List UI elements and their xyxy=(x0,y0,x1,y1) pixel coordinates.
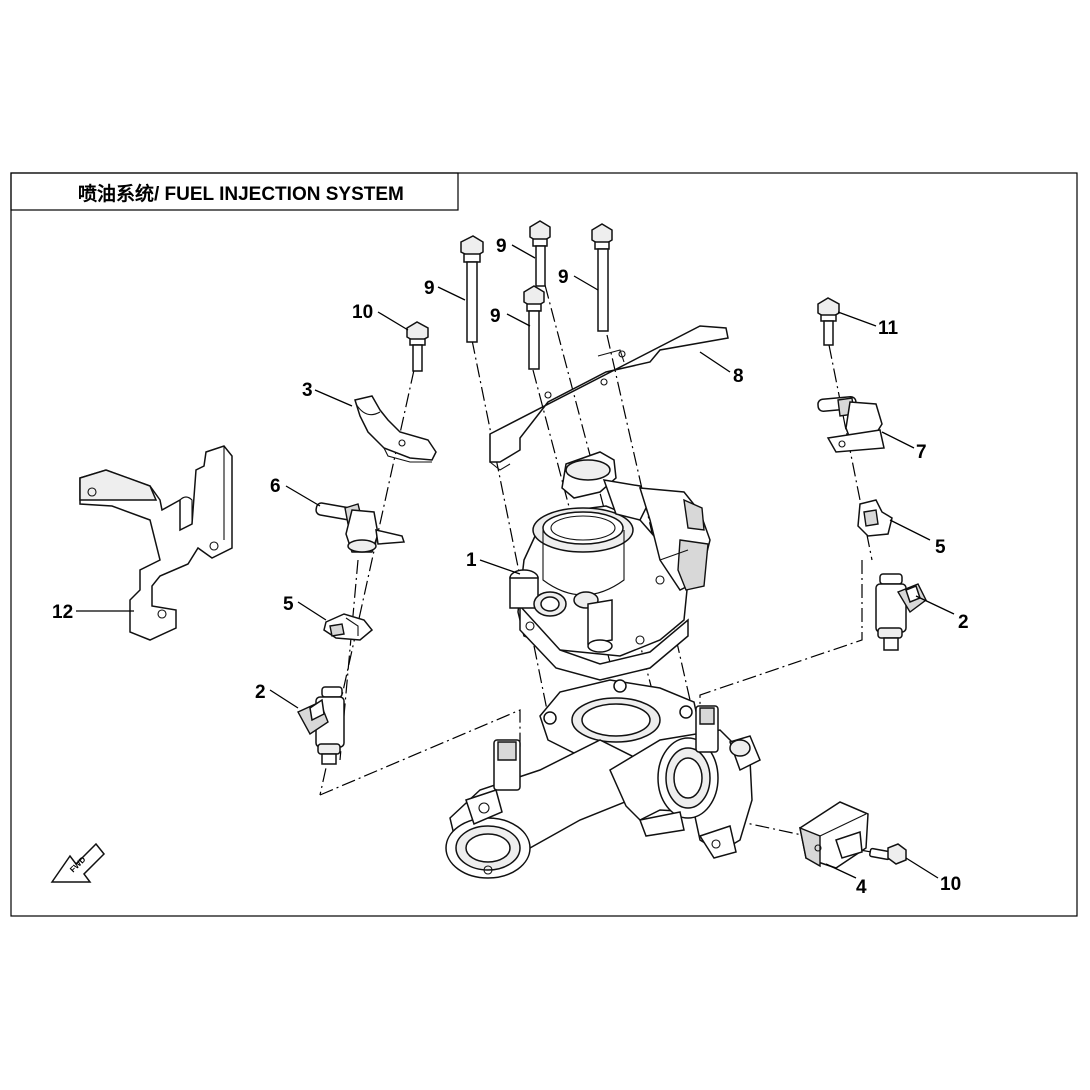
callout-9-c: 9 xyxy=(496,236,507,257)
callout-5-left: 5 xyxy=(283,594,294,615)
callout-7: 7 xyxy=(916,442,927,463)
part-9-bolt-3 xyxy=(529,220,551,287)
callout-11: 11 xyxy=(878,318,899,339)
callout-labels: 1 2 2 3 4 5 5 6 7 8 9 9 9 9 10 10 11 12 xyxy=(52,236,969,898)
callout-1: 1 xyxy=(466,550,477,571)
part-10-bolt-upper xyxy=(406,321,429,372)
part-11-bolt xyxy=(817,297,840,346)
part-7-connector xyxy=(817,396,885,453)
part-2-injector-left xyxy=(297,686,345,765)
part-10-bolt-lower xyxy=(869,843,907,865)
callout-9-d: 9 xyxy=(558,267,569,288)
part-5-clip-right xyxy=(857,499,893,537)
callout-10-upper: 10 xyxy=(352,302,373,323)
callout-9-a: 9 xyxy=(424,278,435,299)
callout-9-b: 9 xyxy=(490,306,501,327)
callout-8: 8 xyxy=(733,366,744,387)
part-12-bracket xyxy=(79,445,233,641)
callout-10-lower: 10 xyxy=(940,874,961,895)
callout-3: 3 xyxy=(302,380,313,401)
callout-6: 6 xyxy=(270,476,281,497)
callout-2-right: 2 xyxy=(958,612,969,633)
callout-12: 12 xyxy=(52,602,73,623)
part-6-connector xyxy=(315,502,406,553)
part-9-bolt-4 xyxy=(591,223,613,332)
diagram-frame xyxy=(10,172,1078,917)
part-1-throttle-body xyxy=(509,451,711,681)
intake-manifold xyxy=(445,679,761,879)
part-9-bolt-1 xyxy=(460,235,484,343)
part-5-clip-left xyxy=(323,613,374,641)
callout-5-right: 5 xyxy=(935,537,946,558)
part-9-bolt-2 xyxy=(523,285,545,370)
part-3-clip xyxy=(354,395,437,463)
callout-4: 4 xyxy=(856,877,867,898)
callout-leaders xyxy=(76,244,955,879)
diagram-title: 喷油系统/ FUEL INJECTION SYSTEM xyxy=(78,182,404,205)
part-4-sensor xyxy=(799,801,869,869)
part-2-injector-right xyxy=(875,573,927,651)
part-8-bracket xyxy=(489,325,729,471)
fwd-arrow-icon: FWD xyxy=(50,842,106,883)
title-box xyxy=(10,172,459,211)
callout-2-left: 2 xyxy=(255,682,266,703)
